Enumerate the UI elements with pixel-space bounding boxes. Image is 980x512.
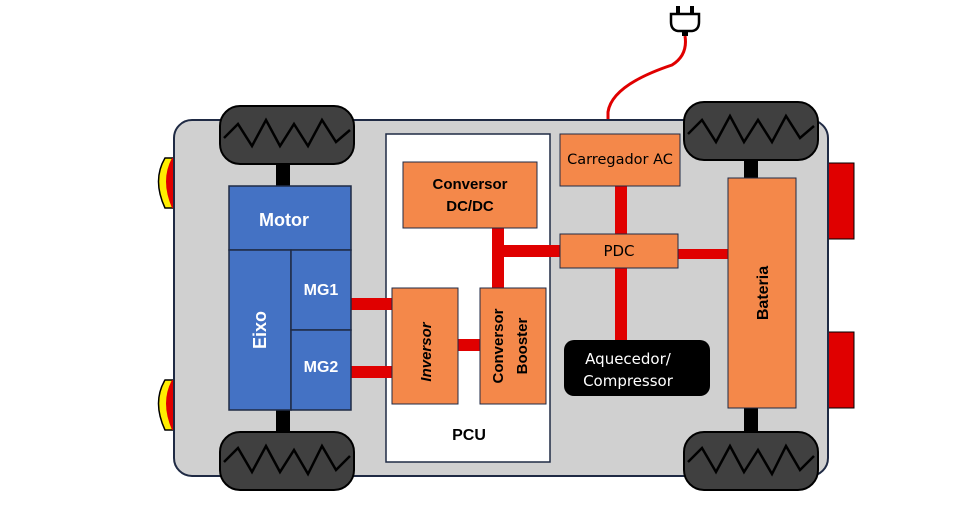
mg2-block: [290, 329, 352, 411]
conversor-booster-label-line2: Booster: [514, 318, 531, 375]
front-axle-stub-top: [276, 158, 290, 188]
eixo-label: Eixo: [250, 311, 270, 349]
wheel-rear-top: [683, 101, 819, 161]
conversor-booster-block: [479, 287, 547, 405]
conversor-dcdc-block: [402, 161, 538, 229]
rear-axle-stub-bottom: [744, 406, 758, 436]
conversor-dcdc-label-line1: Conversor: [432, 176, 507, 193]
inversor-block: [391, 287, 459, 405]
conversor-dcdc-label-line2: DC/DC: [446, 198, 494, 215]
charging-cable: [606, 35, 687, 134]
mg2-label: MG2: [304, 359, 339, 376]
inversor-label: Inversor: [418, 321, 435, 381]
conversor-booster-label-line1: Conversor: [490, 308, 507, 383]
bateria-label: Bateria: [755, 266, 772, 320]
wheel-rear-bottom: [683, 431, 819, 491]
wheel-front-top: [219, 105, 355, 165]
rear-light-bottom: [825, 331, 855, 409]
rear-light-top: [825, 162, 855, 240]
power-plug-icon: [669, 6, 701, 36]
wheel-front-bottom: [219, 431, 355, 491]
carregador-ac-label: Carregador AC: [567, 152, 673, 168]
bateria-block: [727, 177, 797, 409]
aquecedor-compressor-block: [564, 340, 710, 396]
rear-axle-stub-top: [744, 158, 758, 180]
motor-label: Motor: [259, 210, 309, 230]
carregador-ac-block: [559, 133, 681, 187]
eixo-block: [228, 249, 292, 411]
pdc-block: [559, 233, 679, 269]
pcu-label: PCU: [452, 427, 486, 444]
motor-block: [228, 185, 352, 251]
connection-links: [350, 186, 728, 378]
aquecedor-label-line1: Aquecedor/: [585, 350, 672, 368]
aquecedor-label-line2: Compressor: [583, 372, 674, 390]
mg1-label: MG1: [304, 282, 339, 299]
mg1-block: [290, 249, 352, 331]
pdc-label: PDC: [603, 242, 634, 260]
